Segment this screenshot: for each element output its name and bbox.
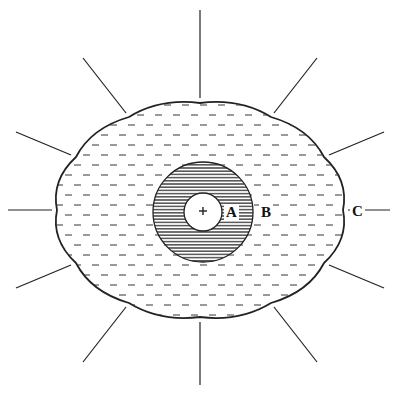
adsorbed-layer bbox=[153, 162, 253, 262]
part-letter: A bbox=[224, 204, 239, 221]
part-letter: B bbox=[259, 204, 273, 221]
diffuse-layer bbox=[56, 102, 344, 318]
ring-ground bbox=[153, 162, 253, 262]
dash-fill bbox=[56, 102, 344, 318]
part-letter: C bbox=[350, 203, 365, 220]
core-circle bbox=[184, 193, 222, 231]
rays bbox=[8, 10, 390, 385]
core-charge bbox=[199, 207, 207, 215]
